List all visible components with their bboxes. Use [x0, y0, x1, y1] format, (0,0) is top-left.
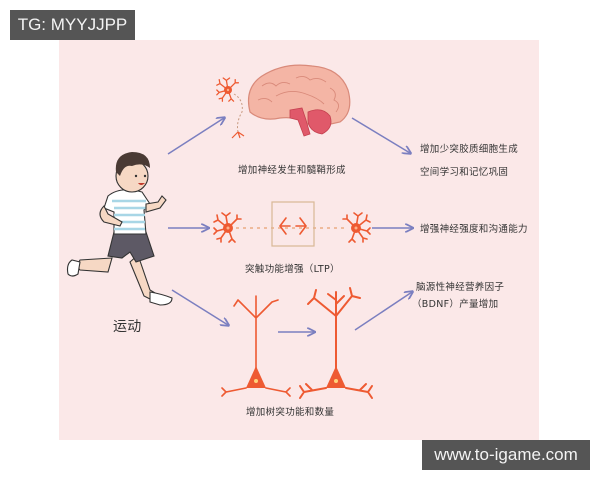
neuron-soma [246, 366, 266, 388]
dendrite-outcome-line-2: （BDNF）产量增加 [412, 299, 499, 310]
arrow-brain-outcome [351, 117, 410, 153]
brain-icon [247, 64, 351, 137]
pyramidal-neuron-grown-icon [299, 287, 373, 399]
exercise-label: 运动 [113, 319, 142, 335]
synapse-neurons-icon [213, 201, 371, 247]
arrow-to-brain [167, 118, 224, 155]
dendrite-caption: 增加树突功能和数量 [246, 407, 335, 418]
pyramidal-neuron-icon [221, 295, 291, 397]
axon-terminal-icon [231, 131, 245, 139]
watermark-top-left: TG: MYYJJPP [10, 10, 135, 40]
arrow-to-dendrite [171, 289, 228, 325]
watermark-bottom-right: www.to-igame.com [422, 440, 590, 470]
synapse-caption: 突触功能增强（LTP） [245, 264, 340, 275]
running-boy-icon [66, 152, 173, 306]
brain-outcome-line-1: 增加少突胶质细胞生成 [420, 144, 519, 155]
arrow-dendrite-outcome [354, 292, 412, 331]
synapse-outcome: 增强神经强度和沟通能力 [420, 224, 528, 235]
brain-outcome-line-2: 空间学习和记忆巩固 [420, 167, 509, 178]
dendrite-outcome-line-1: 脑源性神经营养因子 [416, 282, 505, 293]
brain-caption: 增加神经发生和髓鞘形成 [238, 165, 346, 176]
